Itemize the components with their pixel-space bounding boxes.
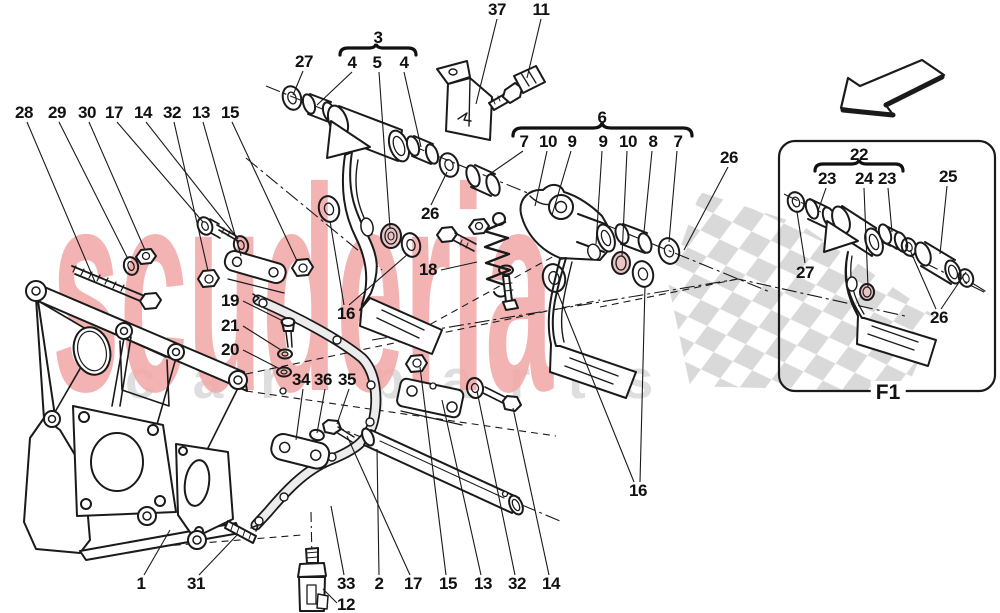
- lower-mounting-hardware: [270, 354, 522, 470]
- brake-pedal: [519, 184, 681, 399]
- clutch-link-hardware: [196, 216, 314, 294]
- stud-31: [224, 520, 257, 544]
- switch-bracket-37: [436, 60, 493, 141]
- checkered-flag-motif: [668, 192, 938, 392]
- clutch-pedal: [281, 85, 501, 355]
- switch-11: [488, 65, 546, 111]
- f1-inset-drawing: [786, 191, 986, 367]
- switch-12: [297, 547, 329, 612]
- bolt-19-group: [276, 317, 296, 395]
- leader-lines: [26, 18, 967, 604]
- pedal-support-bracket: [23, 280, 248, 561]
- spring-bolt: [436, 218, 519, 311]
- direction-arrow-icon: [839, 58, 946, 118]
- gasket: [250, 293, 382, 532]
- f1-inset-label: F1: [870, 381, 906, 405]
- bolt-28-group: [71, 248, 162, 310]
- group-braces: [338, 43, 905, 173]
- cross-shaft: [361, 427, 524, 516]
